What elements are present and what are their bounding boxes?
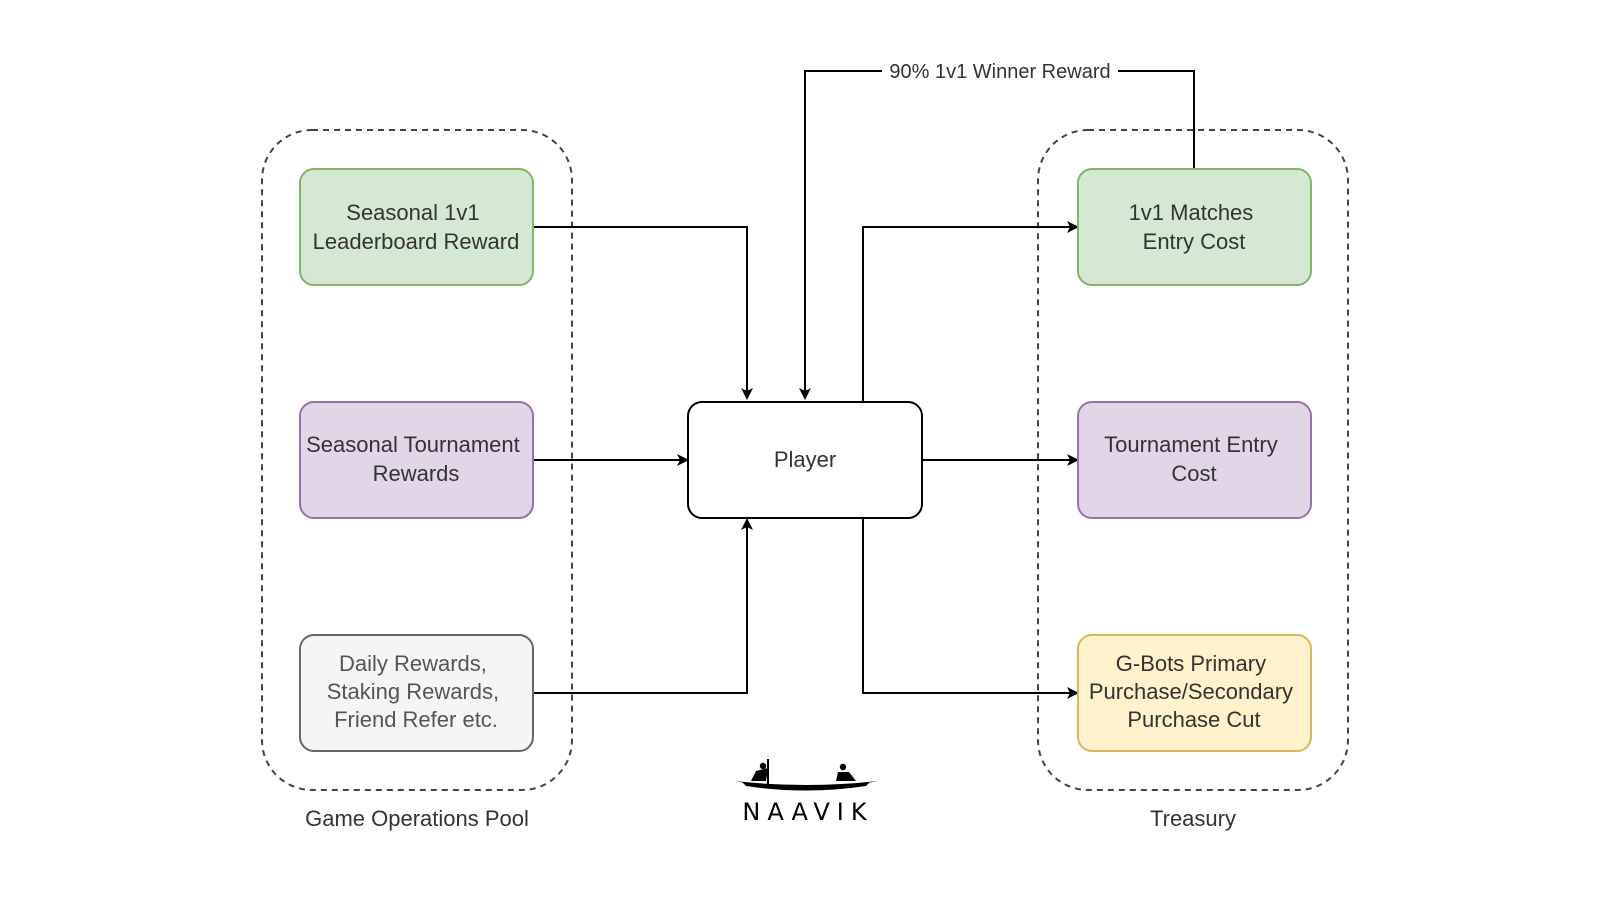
gbots-purchase-label: G-Bots Primary Purchase/Secondary Purcha… <box>1089 651 1299 732</box>
edge-daily-rewards-to-player <box>533 518 753 694</box>
gbots-purchase-line: G-Bots Primary <box>1116 651 1266 676</box>
seasonal-tournament-line: Rewards <box>373 461 460 486</box>
seasonal-leaderboard-label: Seasonal 1v1 Leaderboard Reward <box>313 200 520 254</box>
seasonal-tournament-node: Seasonal Tournament Rewards <box>299 401 534 519</box>
seasonal-tournament-line: Seasonal Tournament <box>306 432 520 457</box>
game-operations-pool-label: Game Operations Pool <box>305 806 529 831</box>
winner-reward-label: 90% 1v1 Winner Reward <box>889 61 1110 83</box>
naavik-logo-text: NAAVIK <box>742 798 873 826</box>
canoe-icon <box>735 759 878 791</box>
tournament-entry-label: Tournament Entry Cost <box>1104 432 1284 486</box>
player-node: Player <box>687 401 923 519</box>
daily-rewards-line: Daily Rewards, <box>339 651 487 676</box>
matches-entry-line: 1v1 Matches <box>1129 200 1254 225</box>
daily-rewards-line: Friend Refer etc. <box>334 707 498 732</box>
gbots-purchase-line: Purchase/Secondary <box>1089 679 1293 704</box>
daily-rewards-line: Staking Rewards, <box>327 679 499 704</box>
player-label: Player <box>774 447 836 472</box>
matches-entry-line: Entry Cost <box>1143 229 1246 254</box>
seasonal-tournament-box <box>299 401 534 519</box>
matches-entry-label: 1v1 Matches Entry Cost <box>1129 200 1260 254</box>
daily-rewards-label: Daily Rewards, Staking Rewards, Friend R… <box>327 651 506 732</box>
matches-entry-box <box>1077 168 1312 286</box>
tournament-entry-line: Cost <box>1171 461 1216 486</box>
edge-player-to-gbots-purchase <box>862 518 1079 699</box>
tournament-entry-line: Tournament Entry <box>1104 432 1278 457</box>
player-box <box>687 401 923 519</box>
seasonal-leaderboard-line: Leaderboard Reward <box>313 229 520 254</box>
gbots-purchase-box <box>1077 634 1312 752</box>
tournament-entry-node: Tournament Entry Cost <box>1077 401 1312 519</box>
edge-leaderboard-to-player <box>533 226 753 400</box>
edge-player-to-matches-entry <box>862 221 1079 402</box>
seasonal-leaderboard-box <box>299 168 534 286</box>
daily-rewards-box <box>299 634 534 752</box>
game-operations-pool-container <box>261 129 573 791</box>
treasury-label: Treasury <box>1150 806 1236 831</box>
naavik-logo: NAAVIK <box>735 759 878 826</box>
matches-entry-node: 1v1 Matches Entry Cost <box>1077 168 1312 286</box>
gbots-purchase-node: G-Bots Primary Purchase/Secondary Purcha… <box>1077 634 1312 752</box>
player-line: Player <box>774 447 836 472</box>
winner-reward-label-bg <box>882 58 1118 84</box>
tournament-entry-box <box>1077 401 1312 519</box>
seasonal-leaderboard-node: Seasonal 1v1 Leaderboard Reward <box>299 168 534 286</box>
seasonal-leaderboard-line: Seasonal 1v1 <box>346 200 479 225</box>
seasonal-tournament-label: Seasonal Tournament Rewards <box>306 432 526 486</box>
gbots-purchase-line: Purchase Cut <box>1127 707 1260 732</box>
daily-rewards-node: Daily Rewards, Staking Rewards, Friend R… <box>299 634 534 752</box>
